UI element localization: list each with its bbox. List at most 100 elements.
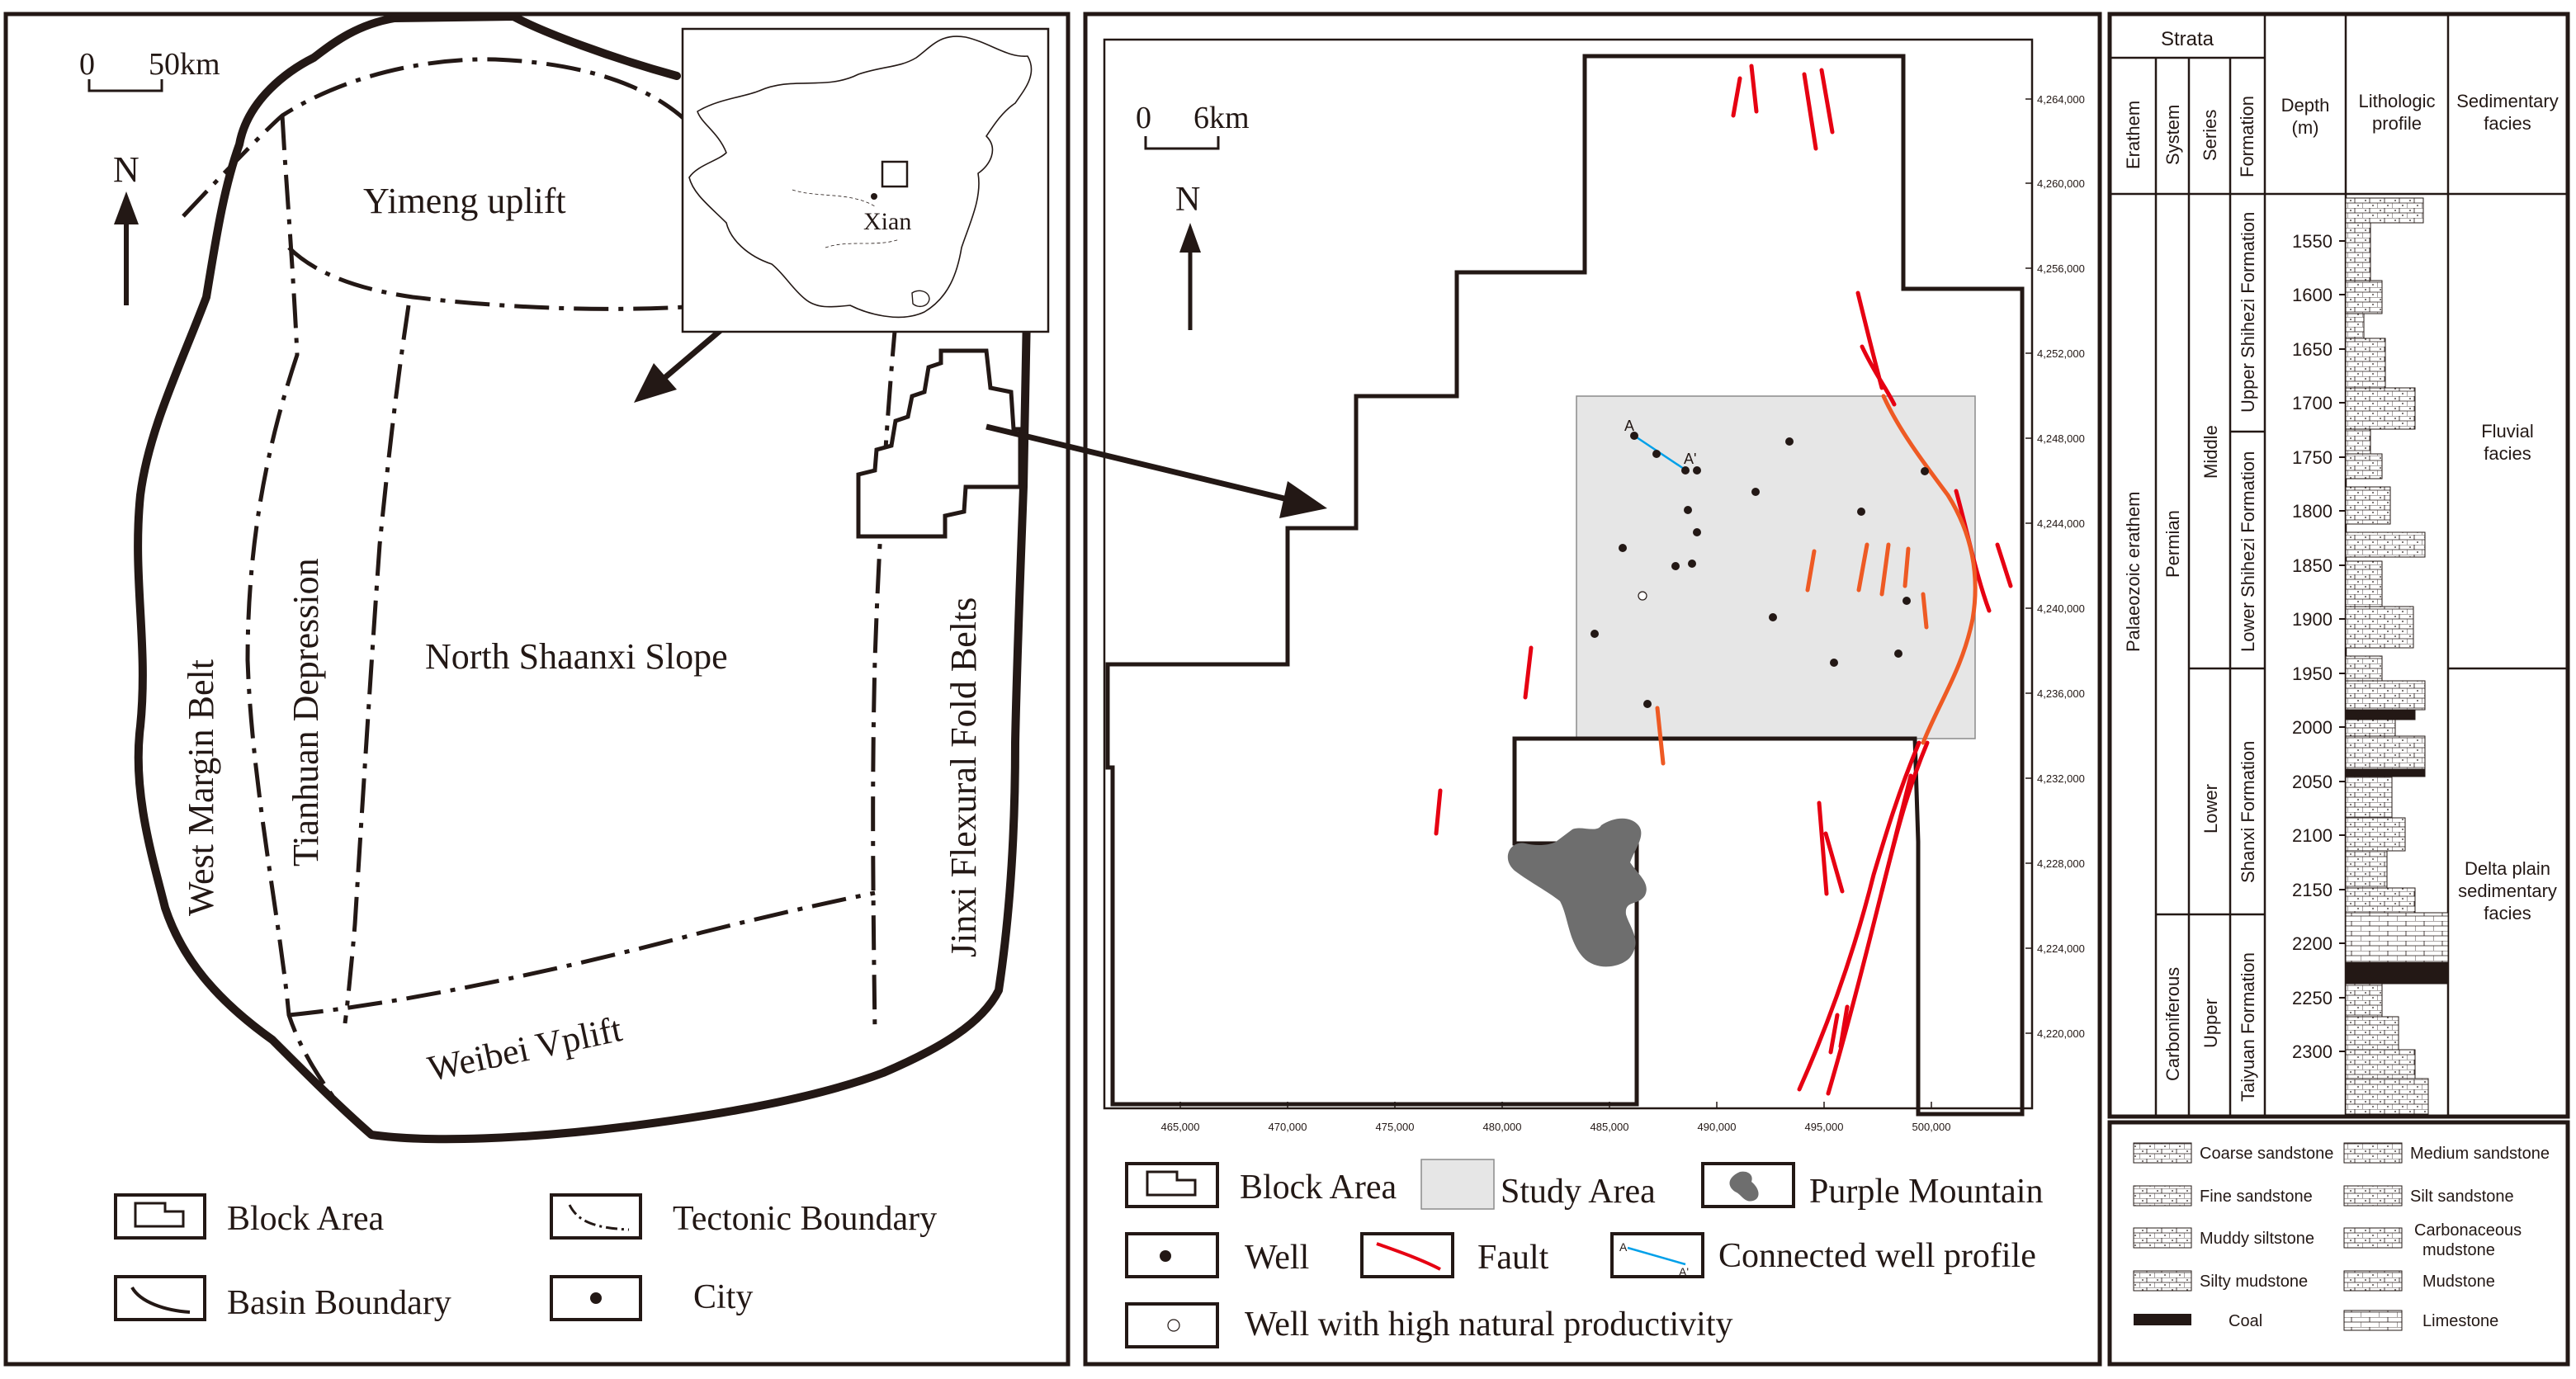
label-jinxi-fold-belts: Jinxi Flexural Fold Belts <box>943 597 984 957</box>
depth-label: 2000 <box>2292 717 2333 738</box>
basin-boundary-outline <box>134 14 1031 1144</box>
legend-coal-icon <box>2134 1314 2191 1325</box>
block-to-detail-arrow-icon <box>985 423 1327 518</box>
northing-label: 4,256,000 <box>2037 262 2085 275</box>
left-scale-value: 50km <box>149 47 220 82</box>
legend-purple-mountain: Purple Mountain <box>1809 1173 2043 1211</box>
mid-scale-zero: 0 <box>1136 101 1151 135</box>
well <box>1630 432 1638 440</box>
legend-block-area: Block Area <box>227 1200 384 1238</box>
stratigraphic-column: Strata Erathem System Series Formation D… <box>2107 12 2570 1119</box>
legend-profile-a: A <box>1619 1240 1628 1254</box>
easting-labels: 465,000 470,000 475,000 480,000 485,000 … <box>1161 1121 1951 1133</box>
legend-fault: Fault <box>1477 1239 1549 1277</box>
label-shanxi: Shanxi Formation <box>2238 741 2258 883</box>
legend-fine-sandstone-icon <box>2133 1185 2192 1207</box>
xian-label: Xian <box>863 208 911 235</box>
legend-mudstone-icon <box>2343 1270 2403 1292</box>
xian-city-marker <box>871 193 877 200</box>
legend-high-productivity-icon <box>1167 1319 1180 1332</box>
header-lithologic: Lithologic <box>2359 91 2436 111</box>
legend-mid-block-icon <box>1146 1170 1197 1197</box>
label-taiyuan: Taiyuan Formation <box>2238 952 2258 1102</box>
middle-panel-frame <box>1083 12 2102 1367</box>
header-erathem: Erathem <box>2123 101 2144 169</box>
china-inset-map: Xian <box>681 27 1050 333</box>
mid-scale-value: 6km <box>1193 101 1250 135</box>
well <box>1688 560 1696 568</box>
depth-label: 1800 <box>2292 501 2333 522</box>
legend-fault-icon <box>1376 1242 1441 1271</box>
northing-label: 4,220,000 <box>2037 1027 2085 1040</box>
legend-carbonaceous-icon <box>2343 1227 2403 1249</box>
label-north-shaanxi-slope: North Shaanxi Slope <box>425 636 728 677</box>
header-system: System <box>2162 105 2183 165</box>
northing-label: 4,228,000 <box>2037 857 2085 870</box>
label-west-margin-belt: West Margin Belt <box>181 659 221 916</box>
facies-delta-plain: Delta plain <box>2465 858 2550 879</box>
map-frame <box>1103 38 2034 1110</box>
northing-label: 4,224,000 <box>2037 942 2085 955</box>
depth-label: 2100 <box>2292 825 2333 846</box>
left-scale-bar: 0 50km <box>79 47 220 92</box>
well <box>1769 613 1777 621</box>
legend-silty-mudstone-icon <box>2133 1270 2192 1292</box>
legend-coarse-sandstone-icon <box>2133 1142 2192 1164</box>
depth-label: 2050 <box>2292 772 2333 792</box>
left-panel-frame <box>3 12 1071 1367</box>
northing-label: 4,260,000 <box>2037 177 2085 190</box>
depth-label: 2300 <box>2292 1041 2333 1062</box>
legend-coal: Coal <box>2229 1312 2262 1330</box>
legend-muddy-siltstone: Muddy siltstone <box>2200 1230 2314 1248</box>
legend-profile-icon <box>1627 1246 1686 1266</box>
mid-block-area-outline <box>1105 54 2025 1117</box>
facies-fluvial: Fluvial <box>2481 421 2534 442</box>
northing-label: 4,248,000 <box>2037 432 2085 445</box>
connected-well-profile-line <box>1633 434 1690 474</box>
legend-silty-mudstone: Silty mudstone <box>2200 1273 2308 1291</box>
well <box>1671 562 1680 570</box>
header-series: Series <box>2200 110 2220 161</box>
facies-fluvial-2: facies <box>2484 443 2531 464</box>
inset-locator-box <box>881 160 909 188</box>
legend-fine-sandstone: Fine sandstone <box>2200 1188 2313 1206</box>
profile-label-a-prime: A' <box>1684 451 1696 467</box>
well <box>1684 506 1692 514</box>
depth-label: 1950 <box>2292 664 2333 684</box>
mid-north-arrow-icon: N <box>1175 181 1201 330</box>
northing-label: 4,252,000 <box>2037 347 2085 360</box>
legend-medium-sandstone: Medium sandstone <box>2410 1145 2550 1163</box>
easting-label: 465,000 <box>1161 1121 1200 1133</box>
header-sedimentary: Sedimentary <box>2456 91 2559 111</box>
legend-study-area: Study Area <box>1501 1173 1656 1211</box>
easting-label: 495,000 <box>1805 1121 1844 1133</box>
label-upper: Upper <box>2200 999 2221 1048</box>
legend-block-area-icon <box>134 1202 185 1228</box>
depth-label: 1650 <box>2292 339 2333 360</box>
well <box>1693 466 1701 475</box>
left-north-arrow-icon: N <box>113 149 139 305</box>
header-profile: profile <box>2372 113 2422 134</box>
well <box>1751 488 1760 496</box>
label-yimeng-uplift: Yimeng uplift <box>363 181 566 221</box>
lithology-legend: Coarse sandstone Medium sandstone Fine s… <box>2107 1120 2570 1367</box>
left-scale-zero: 0 <box>79 47 95 82</box>
legend-muddy-siltstone-icon <box>2133 1227 2192 1249</box>
legend-medium-sandstone-icon <box>2343 1142 2403 1164</box>
purple-mountain-area <box>1507 818 1647 967</box>
label-middle: Middle <box>2200 425 2221 479</box>
easting-label: 470,000 <box>1269 1121 1307 1133</box>
depth-label: 1550 <box>2292 231 2333 252</box>
northing-label: 4,264,000 <box>2037 93 2085 106</box>
easting-label: 475,000 <box>1376 1121 1415 1133</box>
well <box>1902 597 1911 605</box>
northing-label: 4,244,000 <box>2037 517 2085 530</box>
lithologic-profile <box>2345 197 2449 1115</box>
legend-silt-sandstone-icon <box>2343 1185 2403 1207</box>
label-permian: Permian <box>2162 510 2183 578</box>
depth-label: 2250 <box>2292 988 2333 1008</box>
middle-panel: A A' 0 6km <box>1083 12 2102 1367</box>
legend-mudstone: Mudstone <box>2422 1273 2495 1291</box>
legend-carbonaceous-mudstone: mudstone <box>2422 1241 2495 1259</box>
